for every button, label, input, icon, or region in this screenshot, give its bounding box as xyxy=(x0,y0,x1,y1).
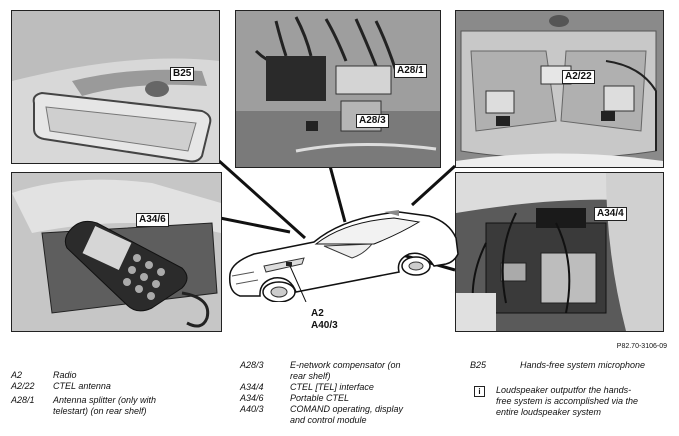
legend-column-3: B25 Hands-free system microphone i Louds… xyxy=(470,360,670,430)
panel-rear-shelf: A28/1 A28/3 xyxy=(235,10,441,168)
panel-microphone: B25 xyxy=(11,10,220,164)
legend-desc: CTEL [TEL] interface xyxy=(290,382,374,392)
panel-ctel-interface: A34/4 xyxy=(455,172,664,332)
interface-illustration xyxy=(456,173,663,331)
legend-column-2: A28/3 E-network compensator (on rear she… xyxy=(240,360,460,432)
callout-a28-1: A28/1 xyxy=(394,64,427,78)
legend-desc: Radio xyxy=(53,370,77,380)
panel-portable-ctel: A34/6 xyxy=(11,172,222,332)
legend-desc: COMAND operating, display xyxy=(290,404,404,414)
legend-code: A40/3 xyxy=(240,404,264,414)
rear-shelf-illustration xyxy=(236,11,440,167)
legend-note: i Loudspeaker outputfor the hands- free … xyxy=(470,385,670,421)
callout-a2: A2 xyxy=(311,308,324,319)
legend-desc-line2: telestart) (on rear shelf) xyxy=(53,406,147,416)
note-line: Loudspeaker outputfor the hands- xyxy=(496,385,632,395)
figure-reference-code: P82.70-3106-09 xyxy=(616,343,667,350)
legend-desc: Portable CTEL xyxy=(290,393,350,403)
phone-cradle-illustration xyxy=(12,173,221,331)
callout-a2-22: A2/22 xyxy=(562,70,595,84)
legend-code: A2 xyxy=(11,370,23,380)
legend-code: A34/6 xyxy=(240,393,264,403)
callout-b25: B25 xyxy=(170,67,195,81)
callout-a40-3: A40/3 xyxy=(311,320,338,331)
legend-column-1: A2 Radio A2/22 CTEL antenna A28/1 Antenn… xyxy=(11,370,231,430)
legend-desc: E-network compensator (on xyxy=(290,360,401,370)
legend-code: A28/3 xyxy=(240,360,264,370)
trunk-lid-illustration xyxy=(456,11,663,167)
legend-code: A28/1 xyxy=(11,395,35,405)
legend-desc: CTEL antenna xyxy=(53,381,111,391)
legend-desc: Antenna splitter (only with xyxy=(53,395,157,405)
mirror-illustration xyxy=(12,11,219,163)
callout-a34-4: A34/4 xyxy=(594,207,627,221)
legend-desc-line2: rear shelf) xyxy=(290,371,331,381)
panel-trunk-lid: A2/22 xyxy=(455,10,664,168)
note-line: free system is accomplished via the xyxy=(496,396,639,406)
legend-code: A2/22 xyxy=(11,381,35,391)
callout-a34-6: A34/6 xyxy=(136,213,169,227)
car-illustration xyxy=(228,210,459,302)
note-line: entire loudspeaker system xyxy=(496,407,602,417)
info-icon: i xyxy=(474,386,485,397)
callout-a28-3: A28/3 xyxy=(356,114,389,128)
legend-code: B25 xyxy=(470,360,487,370)
legend-desc: Hands-free system microphone xyxy=(520,360,646,370)
legend-desc-line2: and control module xyxy=(290,415,367,425)
legend-code: A34/4 xyxy=(240,382,264,392)
